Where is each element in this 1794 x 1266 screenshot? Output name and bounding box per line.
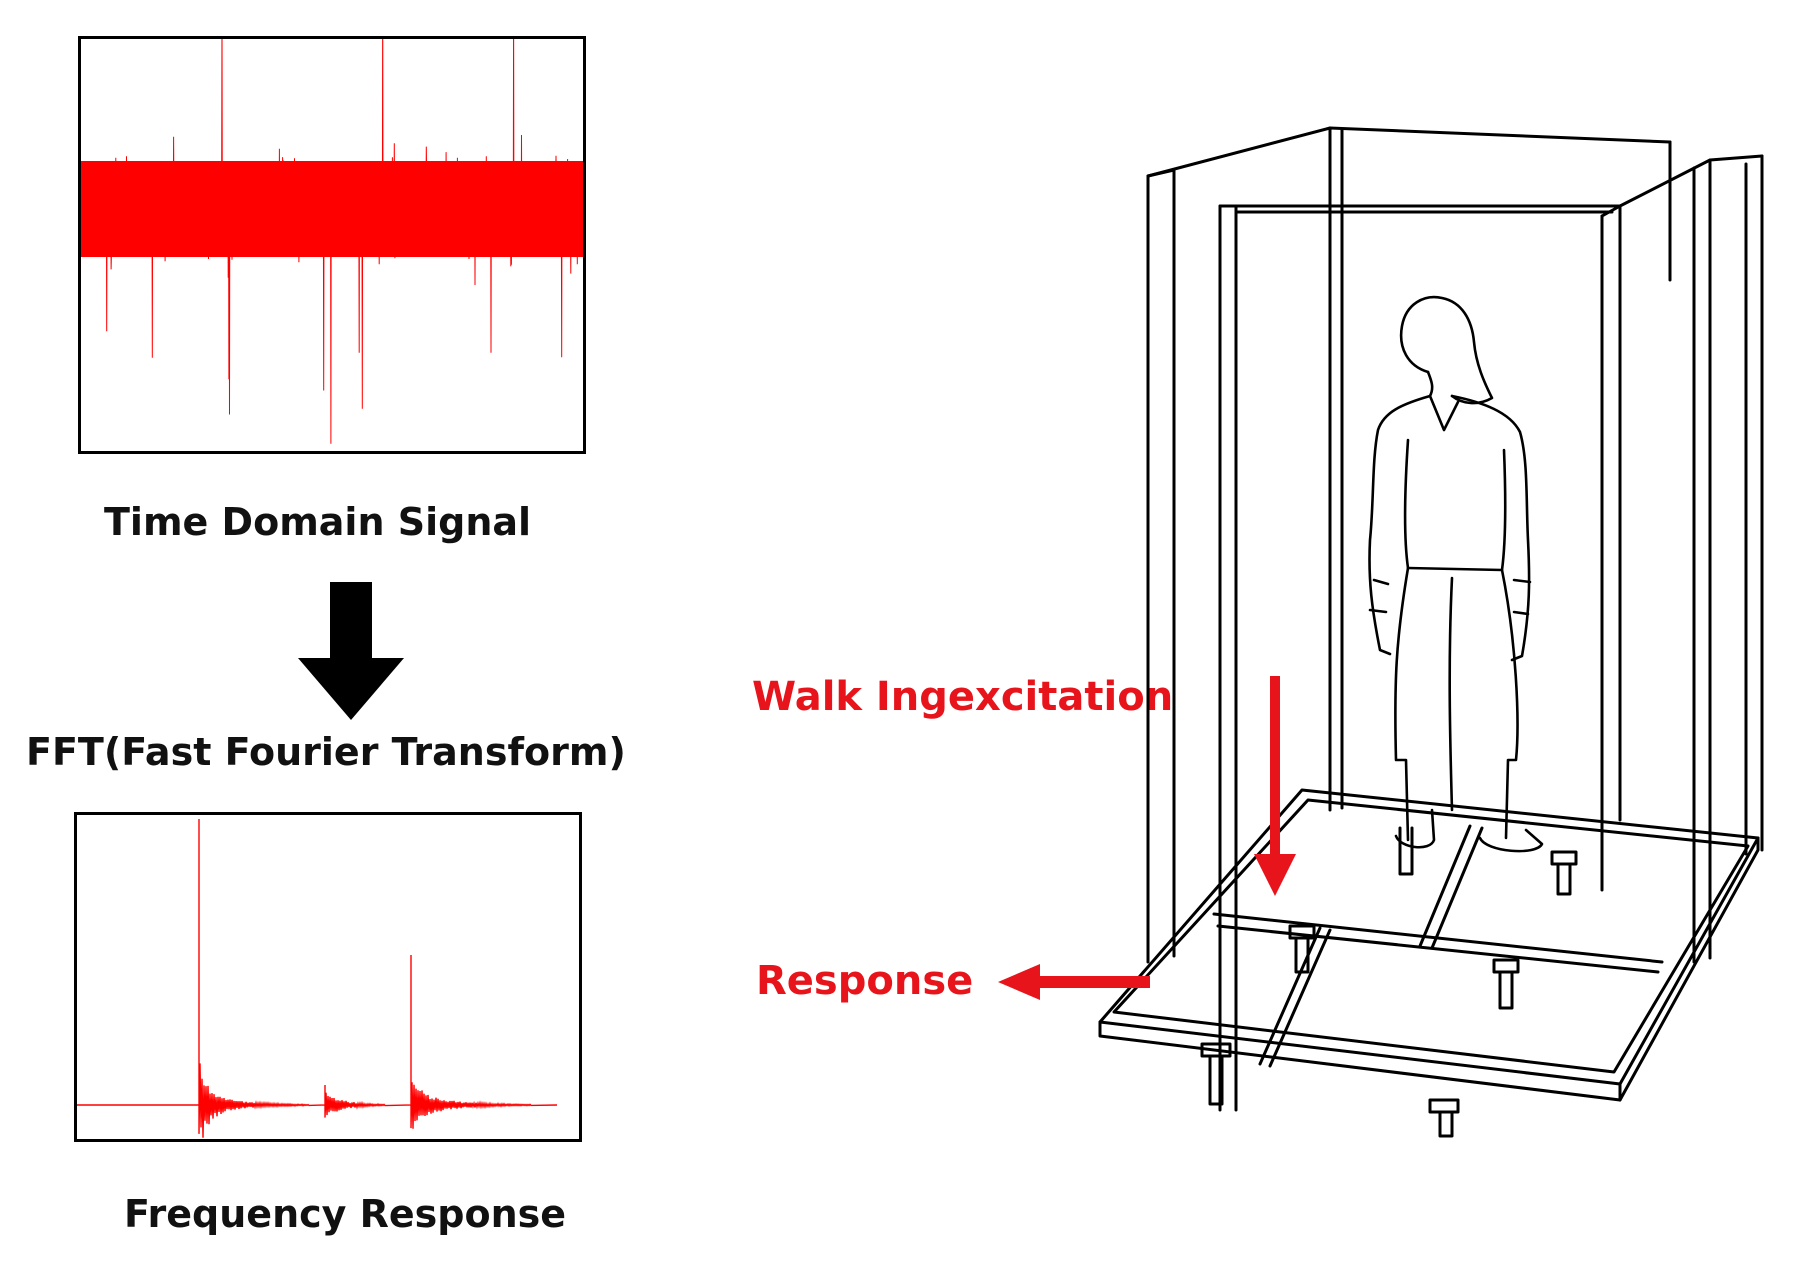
response-label: Response xyxy=(756,958,974,1004)
person-icon xyxy=(1368,295,1544,853)
time-signal-core-band xyxy=(81,161,583,257)
fft-caption: FFT(Fast Fourier Transform) xyxy=(26,730,626,774)
time-domain-signal-plot xyxy=(78,36,586,454)
frequency-response-plot xyxy=(74,812,582,1142)
enclosure-frame xyxy=(1146,126,1764,1112)
time-domain-signal-svg xyxy=(81,39,583,444)
test-structure-illustration xyxy=(1098,126,1764,1138)
frequency-response-trace xyxy=(77,819,558,1138)
walk-excitation-label: Walk Ingexcitation xyxy=(752,674,1174,720)
time-domain-caption: Time Domain Signal xyxy=(104,500,532,544)
frequency-response-svg xyxy=(77,819,558,1138)
down-arrow-icon xyxy=(298,582,404,720)
frequency-response-caption: Frequency Response xyxy=(124,1192,567,1236)
floor-platform xyxy=(1098,788,1760,1138)
